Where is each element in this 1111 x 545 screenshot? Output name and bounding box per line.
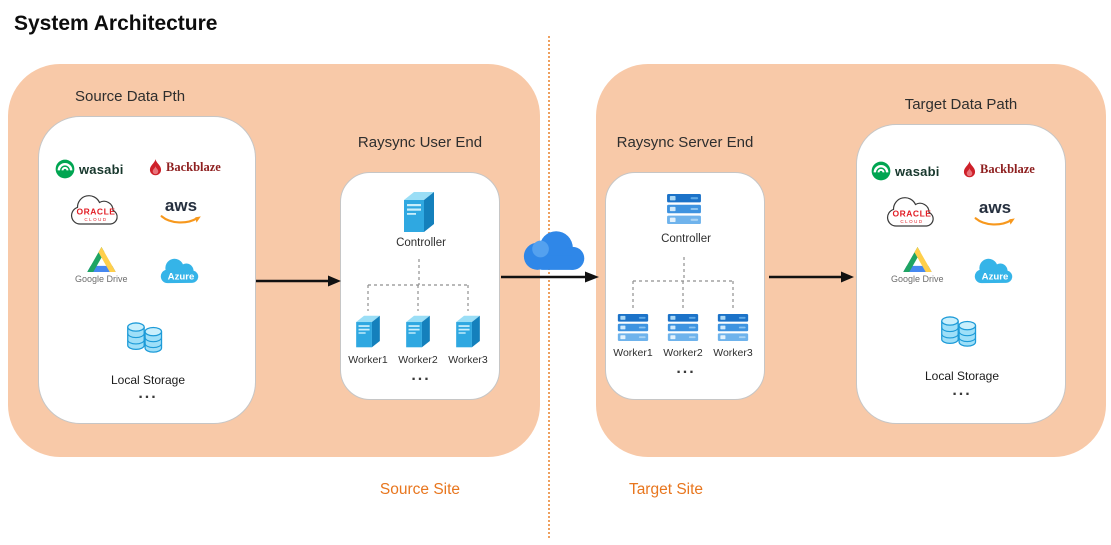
azure-logo: Azure: [160, 258, 199, 284]
backblaze-flame-icon: [149, 159, 162, 176]
raysync-server-end-panel: Controller Worker1 Worker2 Worker3 ...: [605, 172, 765, 400]
local-storage-label: Local Storage: [924, 369, 1000, 383]
google-drive-logo: Google Drive: [891, 247, 944, 284]
backblaze-flame-icon: [963, 161, 976, 178]
google-drive-icon: [903, 247, 932, 272]
google-drive-logo: Google Drive: [75, 247, 128, 284]
user-worker2-label: Worker2: [398, 354, 438, 366]
backblaze-label: Backblaze: [166, 160, 221, 174]
local-storage-icon: [125, 319, 167, 357]
target-providers-panel: wasabi Backblaze ORACLE CLOUD aws Google…: [856, 124, 1066, 424]
local-storage-icon: [939, 313, 981, 351]
user-worker3-icon: [453, 313, 483, 350]
wasabi-logo: wasabi: [55, 159, 124, 179]
oracle-label: ORACLE: [893, 209, 932, 219]
arrow-serverend-to-target: [769, 271, 854, 283]
server-worker2-icon: [667, 313, 699, 342]
user-worker1-icon: [353, 313, 383, 350]
raysync-user-end-panel: Controller Worker1 Worker2 Worker3 ...: [340, 172, 500, 400]
wasabi-logo: wasabi: [871, 161, 940, 181]
server-worker1-icon: [617, 313, 649, 342]
site-divider-line: [548, 36, 550, 538]
user-worker1-label: Worker1: [348, 354, 388, 366]
source-site-label: Source Site: [379, 481, 461, 498]
server-worker3-label: Worker3: [713, 347, 753, 359]
oracle-cloud-logo: ORACLE CLOUD: [887, 197, 934, 227]
aws-smile-icon: [160, 215, 201, 224]
oracle-cloud-logo: ORACLE CLOUD: [71, 195, 118, 225]
target-data-path-title: Target Data Path: [904, 96, 1018, 113]
providers-ellipsis: ...: [138, 385, 158, 402]
wasabi-label: wasabi: [895, 163, 940, 179]
server-controller-rack-icon: [666, 193, 702, 225]
user-worker3-label: Worker3: [448, 354, 488, 366]
aws-smile-icon: [974, 217, 1015, 226]
aws-label: aws: [978, 198, 1012, 217]
user-worker2-icon: [403, 313, 433, 350]
oracle-label: ORACLE: [77, 207, 116, 217]
user-controller-server-icon: [400, 189, 438, 235]
server-end-ellipsis: ...: [676, 360, 696, 377]
raysync-server-end-title: Raysync Server End: [616, 134, 754, 151]
azure-label: Azure: [982, 272, 1009, 283]
server-connector-lines: [632, 257, 734, 309]
server-worker2-label: Worker2: [663, 347, 703, 359]
transfer-cloud-icon: [523, 231, 585, 270]
wasabi-icon: [55, 159, 75, 179]
arrow-source-to-userend: [256, 275, 341, 287]
azure-label: Azure: [168, 272, 195, 283]
wasabi-label: wasabi: [79, 161, 124, 177]
aws-logo: aws: [973, 199, 1017, 228]
google-drive-icon: [87, 247, 116, 272]
arrow-userend-to-serverend: [501, 271, 599, 283]
wasabi-icon: [871, 161, 891, 181]
source-providers-panel: wasabi Backblaze ORACLE CLOUD aws Google…: [38, 116, 256, 424]
azure-logo: Azure: [974, 258, 1013, 284]
raysync-user-end-title: Raysync User End: [357, 134, 483, 151]
local-storage-label: Local Storage: [110, 373, 186, 387]
server-worker1-label: Worker1: [613, 347, 653, 359]
aws-logo: aws: [159, 197, 203, 226]
google-drive-label: Google Drive: [891, 274, 944, 284]
target-site-label: Target Site: [628, 481, 704, 498]
page-title: System Architecture: [14, 12, 218, 35]
providers-ellipsis: ...: [952, 382, 972, 399]
backblaze-label: Backblaze: [980, 162, 1035, 176]
oracle-cloud-label: CLOUD: [900, 219, 923, 224]
user-connector-lines: [367, 259, 469, 311]
google-drive-label: Google Drive: [75, 274, 128, 284]
oracle-cloud-label: CLOUD: [84, 217, 107, 222]
source-data-path-title: Source Data Pth: [75, 88, 186, 105]
backblaze-logo: Backblaze: [963, 161, 1035, 178]
server-worker3-icon: [717, 313, 749, 342]
server-controller-label: Controller: [661, 233, 711, 245]
user-end-ellipsis: ...: [411, 367, 431, 384]
backblaze-logo: Backblaze: [149, 159, 221, 176]
aws-label: aws: [164, 196, 198, 215]
user-controller-label: Controller: [396, 237, 446, 249]
